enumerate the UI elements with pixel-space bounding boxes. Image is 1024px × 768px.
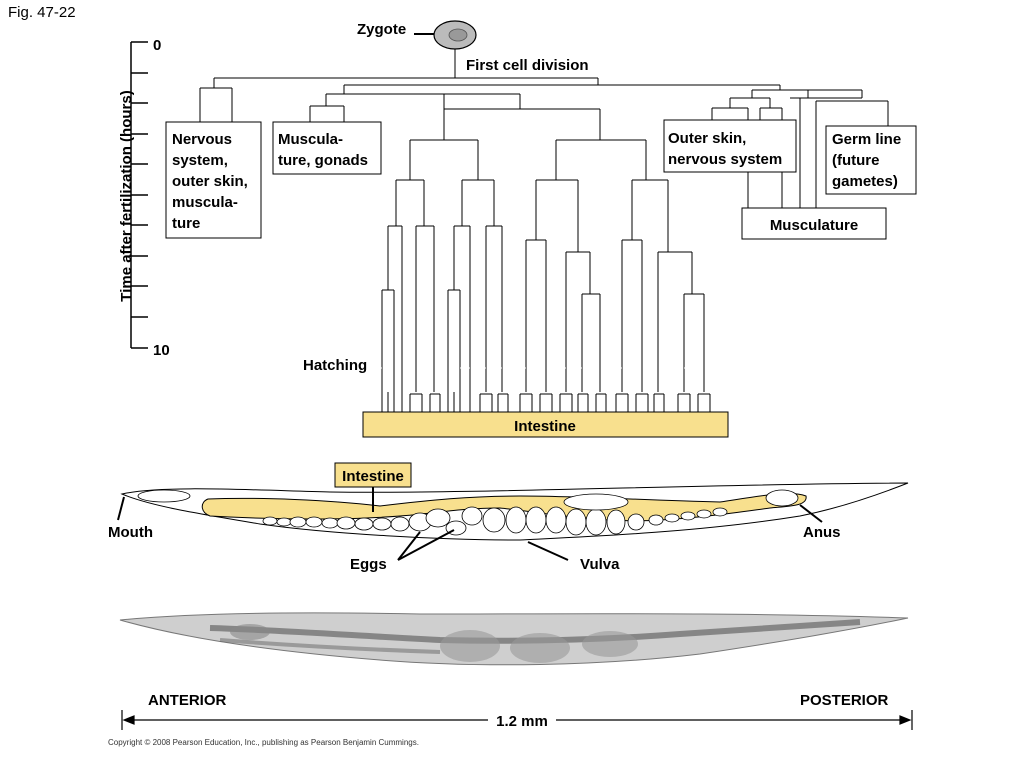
axis-tick-10: 10: [153, 342, 170, 359]
worm-intestine-label: Intestine: [342, 468, 404, 485]
box-musculature-label: Musculature: [770, 217, 858, 234]
box-nervous-line3: outer skin,: [172, 173, 248, 190]
box-germ-line1: Germ line: [832, 131, 901, 148]
worm-eggs: [137, 489, 799, 536]
mouth-label: Mouth: [108, 524, 153, 541]
box-nervous-line1: Nervous: [172, 131, 232, 148]
scale-length-label: 1.2 mm: [496, 713, 548, 730]
eggs-label: Eggs: [350, 556, 387, 573]
box-nervous-system: Nervous system, outer skin, muscula- tur…: [165, 121, 262, 239]
box-outer-skin: Outer skin, nervous system: [663, 119, 797, 173]
box-germ-line3: gametes): [832, 173, 898, 190]
first-division-label: First cell division: [466, 57, 589, 74]
lineage-tree: [199, 49, 889, 412]
axis-label: Time after fertilization (hours): [118, 90, 135, 301]
box-nervous-line2: system,: [172, 152, 228, 169]
time-axis: [130, 41, 148, 349]
box-germ-line: Germ line (future gametes): [825, 125, 917, 195]
anus-label: Anus: [803, 524, 841, 541]
box-musculature: Musculature: [741, 207, 887, 240]
scale-bar: [121, 710, 913, 730]
box-outer-skin-line2: nervous system: [668, 151, 782, 168]
box-nervous-line5: ture: [172, 215, 200, 232]
axis-tick-0: 0: [153, 37, 161, 54]
zygote-cell: [433, 20, 477, 50]
box-musc-gonads-line1: Muscula-: [278, 131, 343, 148]
intestine-bar-label: Intestine: [514, 418, 576, 435]
worm-micrograph: [119, 612, 909, 666]
vulva-label: Vulva: [580, 556, 620, 573]
zygote-label: Zygote: [357, 21, 406, 38]
intestine-bar: Intestine: [362, 411, 729, 438]
box-germ-line2: (future: [832, 152, 880, 169]
worm-leader-lines: [117, 496, 823, 561]
worm-intestine-callout: Intestine: [334, 462, 412, 512]
figure-label: Fig. 47-22: [8, 4, 76, 21]
copyright-text: Copyright © 2008 Pearson Education, Inc.…: [108, 738, 419, 747]
box-musculature-gonads: Muscula- ture, gonads: [272, 121, 382, 175]
worm-intestine: [201, 493, 807, 522]
anterior-label: ANTERIOR: [148, 692, 227, 709]
box-outer-skin-line1: Outer skin,: [668, 130, 746, 147]
box-musc-gonads-line2: ture, gonads: [278, 152, 368, 169]
hatching-label: Hatching: [303, 357, 367, 374]
box-nervous-line4: muscula-: [172, 194, 238, 211]
posterior-label: POSTERIOR: [800, 692, 889, 709]
